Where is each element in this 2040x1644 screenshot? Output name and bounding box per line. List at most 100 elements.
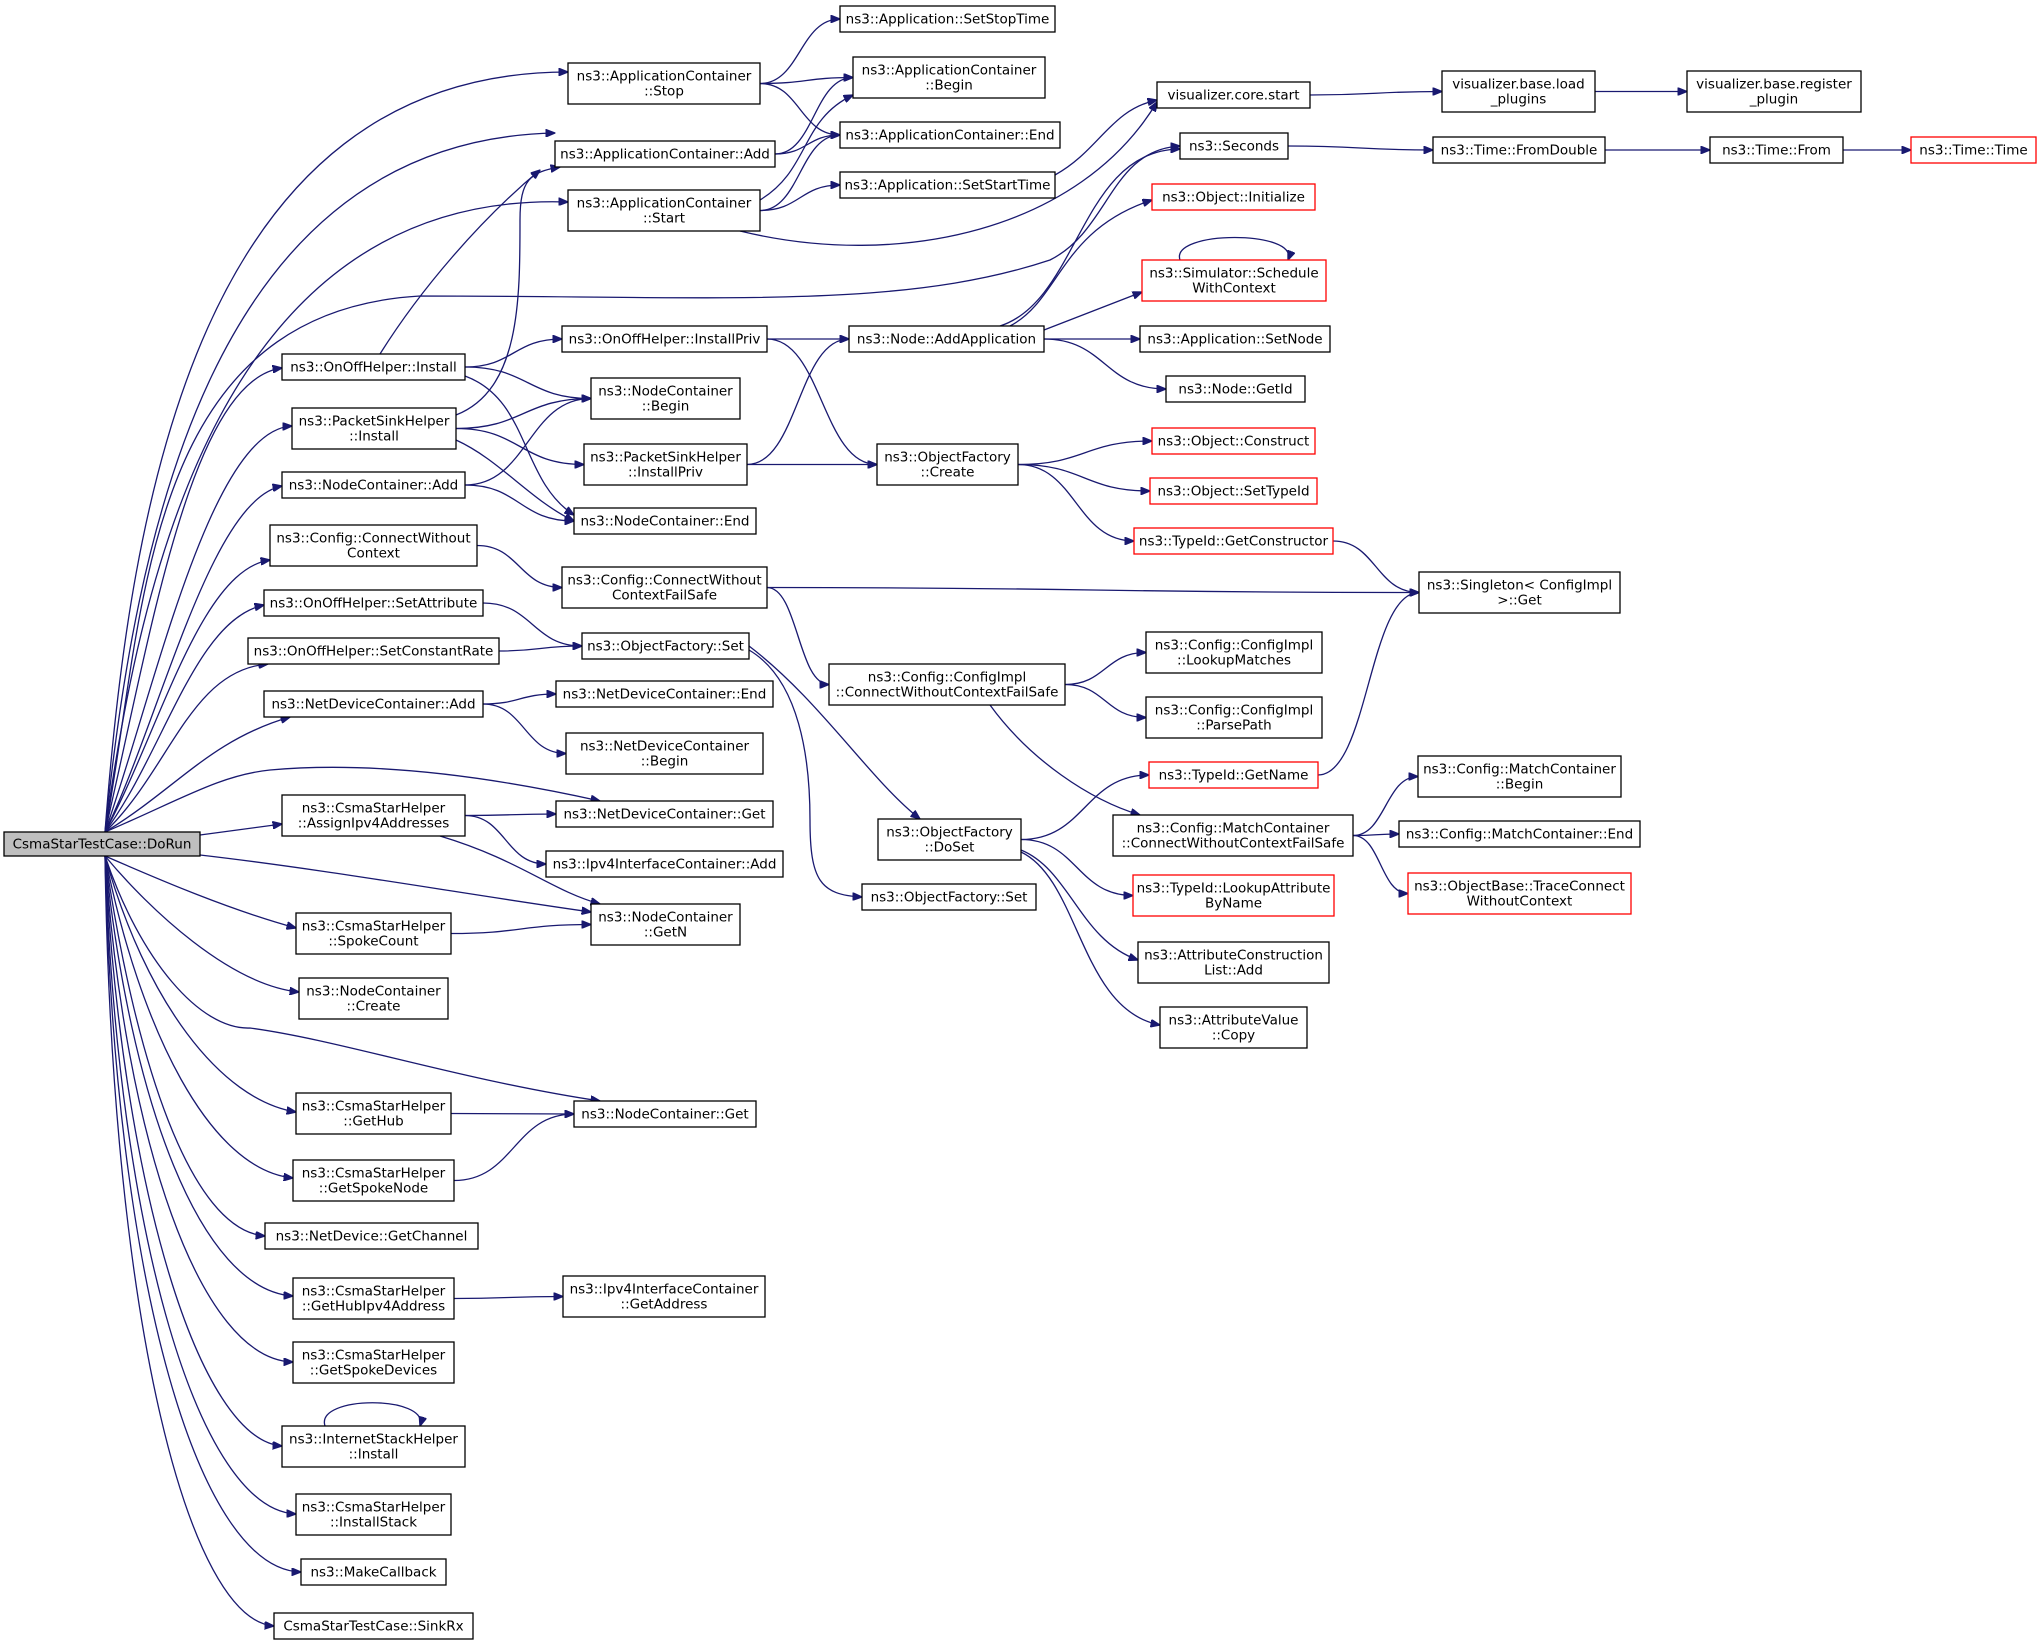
node-appSetStopTime[interactable]: ns3::Application::SetStopTime <box>839 5 1056 33</box>
node-box[interactable] <box>590 903 741 946</box>
node-objBaseTraceConnect[interactable]: ns3::ObjectBase::TraceConnectWithoutCont… <box>1407 872 1632 915</box>
node-box[interactable] <box>1151 427 1316 455</box>
node-attrValueCopy[interactable]: ns3::AttributeValue::Copy <box>1159 1006 1308 1049</box>
node-box[interactable] <box>1112 814 1354 857</box>
node-box[interactable] <box>1709 136 1844 164</box>
node-box[interactable] <box>1407 872 1632 915</box>
node-psInstallPriv[interactable]: ns3::PacketSinkHelper::InstallPriv <box>583 443 748 486</box>
node-timeFrom[interactable]: ns3::Time::From <box>1709 136 1844 164</box>
node-nodeAddApplication[interactable]: ns3::Node::AddApplication <box>848 325 1045 353</box>
node-vizRegisterPlugin[interactable]: visualizer.base.register_plugin <box>1686 70 1862 113</box>
node-cfgImplLookupMatches[interactable]: ns3::Config::ConfigImpl::LookupMatches <box>1145 631 1323 674</box>
node-box[interactable] <box>877 818 1022 861</box>
node-csmaGetSpokeNode[interactable]: ns3::CsmaStarHelper::GetSpokeNode <box>292 1159 455 1202</box>
node-ipv4icGetAddress[interactable]: ns3::Ipv4InterfaceContainer::GetAddress <box>562 1275 766 1318</box>
node-box[interactable] <box>567 189 761 232</box>
node-box[interactable] <box>1137 941 1330 984</box>
node-box[interactable] <box>1132 874 1335 917</box>
node-onoffInstall[interactable]: ns3::OnOffHelper::Install <box>281 353 466 381</box>
node-ndcBegin[interactable]: ns3::NetDeviceContainer::Begin <box>565 732 764 775</box>
node-cfgConnectWithoutContextFailSafe[interactable]: ns3::Config::ConnectWithoutContextFailSa… <box>561 566 768 609</box>
node-mcBegin[interactable]: ns3::Config::MatchContainer::Begin <box>1417 755 1622 798</box>
node-singletonGet[interactable]: ns3::Singleton< ConfigImpl >::Get <box>1418 571 1621 614</box>
node-box[interactable] <box>1139 325 1331 353</box>
node-box[interactable] <box>281 471 466 499</box>
node-psInstall[interactable]: ns3::PacketSinkHelper::Install <box>291 407 457 450</box>
node-box[interactable] <box>561 566 768 609</box>
node-box[interactable] <box>292 1277 455 1320</box>
node-box[interactable] <box>565 732 764 775</box>
node-box[interactable] <box>269 524 478 567</box>
node-nodeContCreate[interactable]: ns3::NodeContainer::Create <box>298 977 449 1020</box>
node-box[interactable] <box>1398 820 1641 848</box>
node-box[interactable] <box>573 507 757 535</box>
node-mcEnd[interactable]: ns3::Config::MatchContainer::End <box>1398 820 1641 848</box>
node-box[interactable] <box>545 850 784 878</box>
node-ofSet2[interactable]: ns3::ObjectFactory::Set <box>861 883 1037 911</box>
node-box[interactable] <box>581 632 750 660</box>
node-typeIdGetName[interactable]: ns3::TypeId::GetName <box>1148 761 1319 789</box>
node-makeCallback[interactable]: ns3::MakeCallback <box>300 1558 447 1586</box>
node-appContBegin[interactable]: ns3::ApplicationContainer::Begin <box>852 56 1046 99</box>
node-box[interactable] <box>848 325 1045 353</box>
node-box[interactable] <box>264 1222 479 1250</box>
node-box[interactable] <box>554 140 776 168</box>
node-box[interactable] <box>263 589 484 617</box>
node-ofCreate[interactable]: ns3::ObjectFactory::Create <box>876 443 1019 486</box>
node-box[interactable] <box>247 637 500 665</box>
node-csmaSpokeCount[interactable]: ns3::CsmaStarHelper::SpokeCount <box>295 912 452 955</box>
node-ishInstall[interactable]: ns3::InternetStackHelper::Install <box>281 1425 466 1468</box>
node-ndcAdd[interactable]: ns3::NetDeviceContainer::Add <box>263 690 484 718</box>
node-appContStop[interactable]: ns3::ApplicationContainer::Stop <box>567 62 761 105</box>
node-box[interactable] <box>295 1493 452 1536</box>
node-appSetStartTime[interactable]: ns3::Application::SetStartTime <box>839 171 1056 199</box>
node-box[interactable] <box>1686 70 1862 113</box>
node-box[interactable] <box>1159 1006 1308 1049</box>
node-nodeContBegin[interactable]: ns3::NodeContainer::Begin <box>590 377 741 420</box>
node-box[interactable] <box>590 377 741 420</box>
node-cfgImplConnectWCFS[interactable]: ns3::Config::ConfigImpl::ConnectWithoutC… <box>828 663 1066 706</box>
node-box[interactable] <box>876 443 1019 486</box>
node-box[interactable] <box>573 1100 757 1128</box>
node-objConstruct[interactable]: ns3::Object::Construct <box>1151 427 1316 455</box>
node-csmaAssignIpv4[interactable]: ns3::CsmaStarHelper::AssignIpv4Addresses <box>281 794 466 837</box>
node-box[interactable] <box>1151 183 1316 211</box>
node-box[interactable] <box>1141 259 1327 302</box>
node-box[interactable] <box>555 800 774 828</box>
node-typeIdGetConstructor[interactable]: ns3::TypeId::GetConstructor <box>1133 527 1334 555</box>
node-netDevGetChannel[interactable]: ns3::NetDevice::GetChannel <box>264 1222 479 1250</box>
node-box[interactable] <box>1165 375 1306 403</box>
node-box[interactable] <box>561 325 768 353</box>
node-box[interactable] <box>295 1092 452 1135</box>
node-box[interactable] <box>839 5 1056 33</box>
node-vizCoreStart[interactable]: visualizer.core.start <box>1156 81 1311 109</box>
node-box[interactable] <box>852 56 1046 99</box>
node-box[interactable] <box>1432 136 1606 164</box>
node-box[interactable] <box>1148 761 1319 789</box>
node-appContAdd[interactable]: ns3::ApplicationContainer::Add <box>554 140 776 168</box>
node-box[interactable] <box>562 1275 766 1318</box>
node-csmaGetHubIpv4[interactable]: ns3::CsmaStarHelper::GetHubIpv4Address <box>292 1277 455 1320</box>
node-sinkRx[interactable]: CsmaStarTestCase::SinkRx <box>273 1612 474 1640</box>
node-box[interactable] <box>1417 755 1622 798</box>
node-box[interactable] <box>839 121 1061 149</box>
node-box[interactable] <box>300 1558 447 1586</box>
node-timeFromDouble[interactable]: ns3::Time::FromDouble <box>1432 136 1606 164</box>
node-seconds[interactable]: ns3::Seconds <box>1179 132 1289 160</box>
node-box[interactable] <box>291 407 457 450</box>
node-mcConnectWCFS[interactable]: ns3::Config::MatchContainer::ConnectWith… <box>1112 814 1354 857</box>
node-onoffInstallPriv[interactable]: ns3::OnOffHelper::InstallPriv <box>561 325 768 353</box>
node-box[interactable] <box>298 977 449 1020</box>
node-appContEnd[interactable]: ns3::ApplicationContainer::End <box>839 121 1061 149</box>
node-box[interactable] <box>1145 696 1323 739</box>
node-nodeContGetN[interactable]: ns3::NodeContainer::GetN <box>590 903 741 946</box>
node-vizLoadPlugins[interactable]: visualizer.base.load_plugins <box>1441 70 1596 113</box>
node-ndcGet[interactable]: ns3::NetDeviceContainer::Get <box>555 800 774 828</box>
node-csmaGetHub[interactable]: ns3::CsmaStarHelper::GetHub <box>295 1092 452 1135</box>
node-box[interactable] <box>3 831 201 857</box>
node-csmaInstallStack[interactable]: ns3::CsmaStarHelper::InstallStack <box>295 1493 452 1536</box>
node-box[interactable] <box>273 1612 474 1640</box>
node-appContStart[interactable]: ns3::ApplicationContainer::Start <box>567 189 761 232</box>
node-box[interactable] <box>281 1425 466 1468</box>
node-ndcEnd[interactable]: ns3::NetDeviceContainer::End <box>555 680 774 708</box>
